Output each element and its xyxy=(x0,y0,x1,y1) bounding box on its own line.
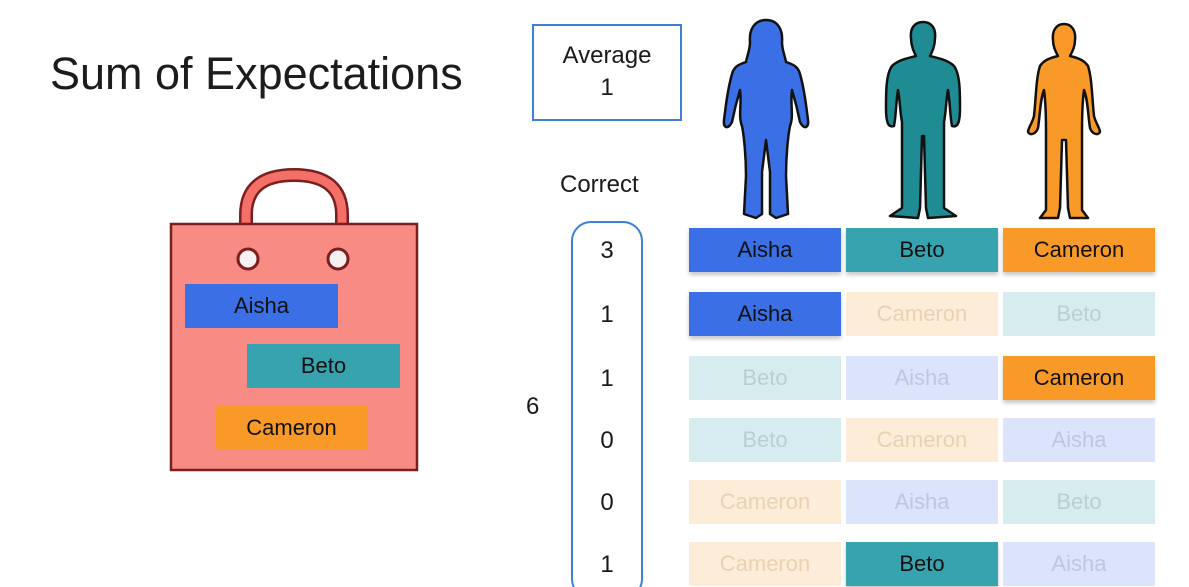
assignment-cell: Aisha xyxy=(846,480,998,524)
bag-tag-aisha: Aisha xyxy=(185,284,338,328)
correct-count: 0 xyxy=(600,489,614,516)
average-box: Average 1 xyxy=(532,24,682,121)
slide-title: Sum of Expectations xyxy=(50,48,463,99)
average-value: 1 xyxy=(600,74,614,101)
correct-count: 0 xyxy=(600,427,614,454)
average-label: Average xyxy=(562,42,652,69)
correct-count: 1 xyxy=(600,551,614,578)
correct-label: Correct xyxy=(560,171,639,198)
assignment-cell: Beto xyxy=(846,542,998,586)
assignment-cell: Cameron xyxy=(1003,356,1155,400)
assignment-cell: Aisha xyxy=(689,228,841,272)
bag-tag-beto: Beto xyxy=(247,344,400,388)
assignment-cell: Beto xyxy=(689,418,841,462)
person-beto-icon xyxy=(884,20,962,220)
assignment-cell: Beto xyxy=(1003,480,1155,524)
assignment-cell: Aisha xyxy=(1003,542,1155,586)
correct-counts-box xyxy=(571,221,643,587)
person-cameron-icon xyxy=(1026,22,1102,220)
total-correct: 6 xyxy=(526,393,540,420)
bag-tag-cameron: Cameron xyxy=(215,406,368,450)
assignment-cell: Aisha xyxy=(689,292,841,336)
assignment-cell: Cameron xyxy=(846,292,998,336)
assignment-cell: Beto xyxy=(1003,292,1155,336)
assignment-cell: Beto xyxy=(846,228,998,272)
assignment-cell: Cameron xyxy=(689,480,841,524)
assignment-cell: Cameron xyxy=(846,418,998,462)
bag: Aisha Beto Cameron xyxy=(168,155,420,473)
person-aisha-icon xyxy=(722,18,810,220)
assignment-cell: Aisha xyxy=(846,356,998,400)
correct-count: 1 xyxy=(600,301,614,328)
assignment-cell: Aisha xyxy=(1003,418,1155,462)
assignment-cell: Cameron xyxy=(689,542,841,586)
assignment-cell: Beto xyxy=(689,356,841,400)
correct-count: 3 xyxy=(600,237,614,264)
correct-count: 1 xyxy=(600,365,614,392)
assignment-cell: Cameron xyxy=(1003,228,1155,272)
